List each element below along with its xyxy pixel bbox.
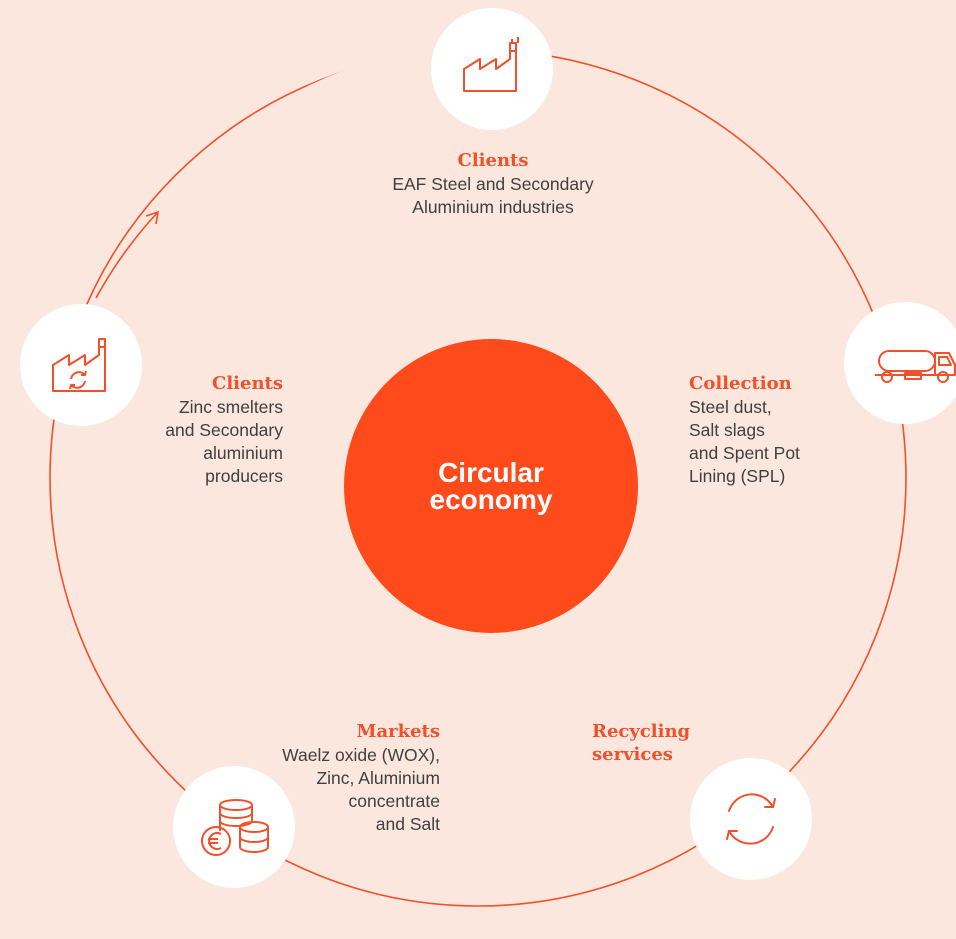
center-title-line1: Circular [438, 457, 544, 488]
label-markets-line: concentrate [348, 791, 440, 811]
arrow-head [145, 210, 160, 225]
factory-icon [463, 37, 519, 92]
label-clients-left: Clients Zinc smelters and Secondary alum… [130, 372, 283, 488]
center-title-line2: economy [429, 484, 553, 515]
node-left-factory-recycle [20, 304, 142, 426]
label-clients-left-heading: Clients [212, 373, 283, 394]
label-markets: Markets Waelz oxide (WOX), Zinc, Alumini… [240, 720, 440, 836]
label-markets-line: Waelz oxide (WOX), [282, 745, 440, 765]
label-markets-line: Zinc, Aluminium [316, 768, 440, 788]
center-title: Circular economy [429, 457, 553, 515]
label-collection-line: Salt slags [689, 420, 765, 440]
node-bottom-left-coins [173, 766, 295, 888]
node-right-truck [844, 302, 956, 424]
euro-coins-icon [201, 799, 269, 856]
node-top-factory [431, 8, 553, 130]
truck-icon [875, 350, 956, 383]
label-recycling: Recycling services [592, 720, 742, 767]
label-recycling-heading-line1: Recycling [592, 721, 691, 742]
label-clients-left-line: and Secondary [165, 420, 283, 440]
label-collection-line: and Spent Pot [689, 443, 800, 463]
label-collection-line: Lining (SPL) [689, 466, 786, 486]
label-clients-left-line: aluminium [203, 443, 283, 463]
center-circle: Circular economy [344, 339, 638, 633]
label-clients-top-line: EAF Steel and Secondary [392, 174, 594, 194]
label-collection: Collection Steel dust, Salt slags and Sp… [689, 372, 839, 488]
label-collection-line: Steel dust, [689, 397, 772, 417]
factory-recycle-icon [52, 338, 106, 392]
label-clients-left-line: Zinc smelters [178, 397, 283, 417]
label-clients-top-line: Aluminium industries [412, 197, 574, 217]
label-markets-line: and Salt [375, 814, 440, 834]
label-clients-left-line: producers [205, 466, 283, 486]
label-clients-top-heading: Clients [457, 150, 529, 171]
node-bottom-right-recycle [690, 758, 812, 880]
cycle-arrow [95, 211, 159, 299]
label-collection-heading: Collection [689, 373, 792, 394]
recycle-arrows-icon [726, 793, 776, 845]
label-clients-top: Clients EAF Steel and Secondary Aluminiu… [328, 149, 658, 219]
label-recycling-heading-line2: services [592, 744, 673, 765]
label-markets-heading: Markets [356, 721, 440, 742]
